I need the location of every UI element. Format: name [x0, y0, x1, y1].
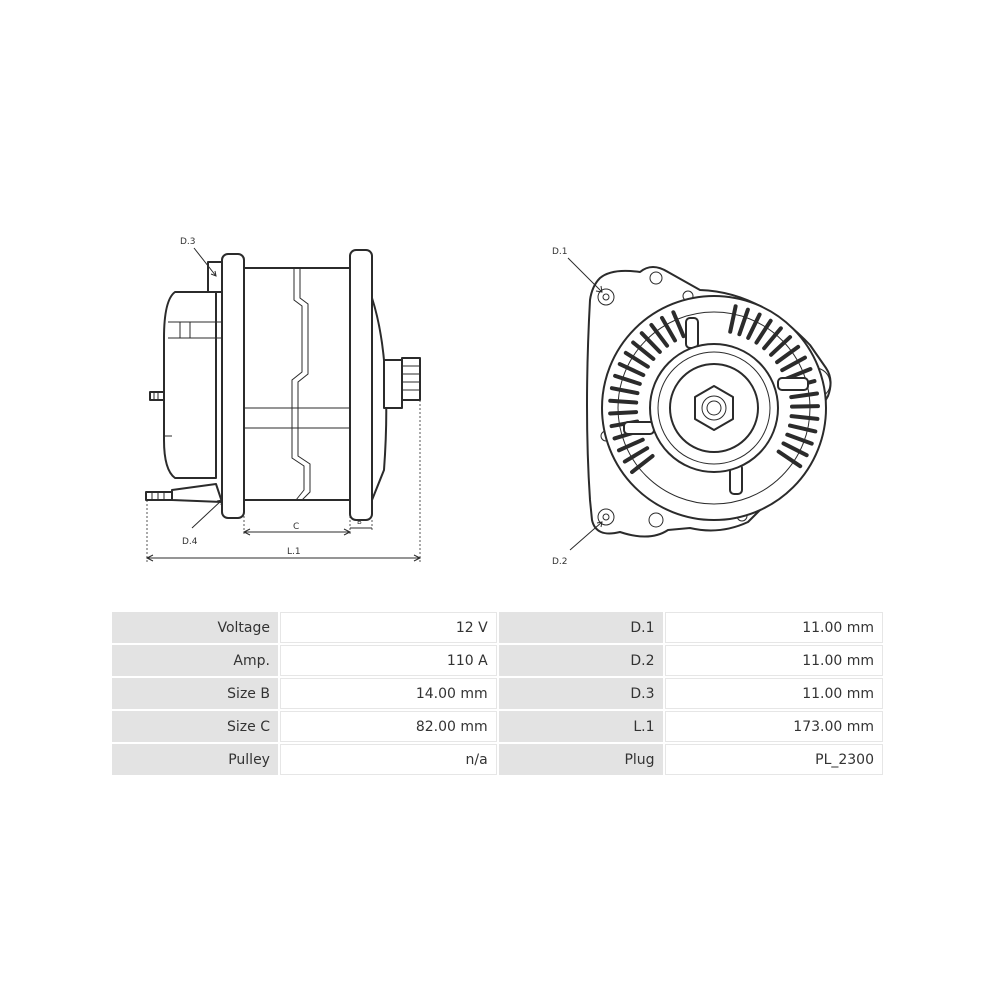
cooling-slot [754, 318, 773, 345]
spec-value: 11.00 mm [664, 645, 883, 676]
cooling-slot [789, 391, 819, 400]
label-d3: D.3 [180, 237, 196, 247]
cooling-slot [762, 326, 783, 351]
label-b: B [357, 518, 362, 526]
alternator-side-view [145, 249, 421, 521]
cooling-slot [639, 331, 662, 354]
cooling-slot [781, 441, 809, 458]
cooling-slot [617, 362, 646, 378]
cooling-slot [789, 414, 820, 421]
spec-value: 110 A [279, 645, 497, 676]
cooling-slot [608, 398, 639, 405]
label-c: C [293, 522, 299, 532]
cooling-slot [728, 304, 738, 334]
spec-value: 11.00 mm [664, 678, 883, 709]
spec-label: Plug [498, 744, 663, 775]
spec-label: D.2 [498, 645, 663, 676]
cooling-slot [775, 344, 801, 365]
spec-label: Amp. [112, 645, 278, 676]
cooling-slot [616, 437, 645, 453]
side-view-dimensions [145, 247, 422, 562]
spec-value: 12 V [279, 612, 497, 643]
spec-value: 14.00 mm [279, 678, 497, 709]
cooling-slot [780, 355, 807, 373]
label-l1: L.1 [287, 547, 301, 557]
spec-value: n/a [279, 744, 497, 775]
cooling-slot [631, 340, 656, 361]
label-d1: D.1 [552, 247, 568, 257]
label-d2: D.2 [552, 557, 568, 567]
label-d4: D.4 [182, 537, 198, 547]
cooling-slot [776, 449, 803, 469]
alternator-drawing: D.3 D.4 C B L.1 [145, 237, 832, 567]
cooling-slot [649, 322, 670, 348]
cooling-slot [769, 335, 793, 357]
cooling-slots [608, 304, 820, 475]
cooling-slot [746, 312, 762, 340]
spec-label: L.1 [498, 711, 663, 742]
spec-value: 11.00 mm [664, 612, 883, 643]
cooling-slot [660, 315, 677, 343]
cooling-slot [608, 410, 639, 416]
spec-label: D.1 [498, 612, 663, 643]
cooling-slot [671, 310, 686, 339]
spec-value: 82.00 mm [279, 711, 497, 742]
cooling-slot [630, 454, 655, 475]
cooling-slot [788, 423, 818, 434]
cooling-slot [622, 446, 650, 464]
spec-label: Size C [112, 711, 278, 742]
alternator-front-view [586, 266, 832, 538]
cooling-slot [609, 386, 640, 396]
spec-label: Size B [112, 678, 278, 709]
cooling-slot [613, 373, 642, 386]
spec-value: 173.00 mm [664, 711, 883, 742]
cooling-slot [737, 307, 750, 337]
cooling-slot [623, 350, 650, 369]
front-view-leaders [567, 257, 603, 551]
spec-label: Voltage [112, 612, 278, 643]
spec-value: PL_2300 [664, 744, 883, 775]
cooling-slot [785, 432, 814, 446]
spec-label: Pulley [112, 744, 278, 775]
spec-label: D.3 [498, 678, 663, 709]
